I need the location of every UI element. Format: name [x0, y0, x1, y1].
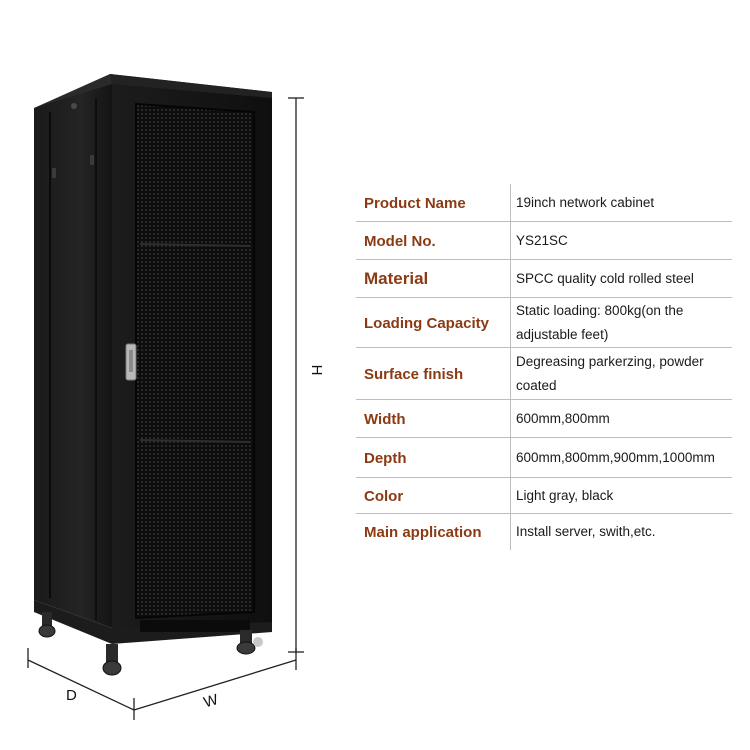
cabinet-base: [34, 600, 272, 644]
spec-value: 600mm,800mm: [516, 411, 610, 426]
spec-label: Main application: [364, 523, 482, 541]
spec-row-color: Color Light gray, black: [356, 478, 732, 514]
spec-label: Model No.: [364, 232, 436, 250]
spec-value: YS21SC: [516, 233, 568, 248]
spec-row-product-name: Product Name 19inch network cabinet: [356, 184, 732, 222]
spec-value: SPCC quality cold rolled steel: [516, 271, 694, 286]
spec-row-material: Material SPCC quality cold rolled steel: [356, 260, 732, 298]
spec-value: Install server, swith,etc.: [516, 524, 656, 539]
spec-label: Loading Capacity: [364, 314, 490, 332]
spec-value: Static loading: 800kg(on the adjustable …: [516, 303, 684, 342]
caster-wheels: [38, 612, 263, 676]
spec-label: Product Name: [364, 194, 466, 212]
cabinet-side-panel: [34, 84, 112, 628]
width-label: W: [202, 691, 221, 711]
door-mesh: [136, 104, 254, 618]
spec-label: Depth: [364, 449, 407, 467]
spec-row-depth: Depth 600mm,800mm,900mm,1000mm: [356, 438, 732, 478]
height-label: H: [308, 365, 325, 376]
spec-row-width: Width 600mm,800mm: [356, 400, 732, 438]
height-dimension: [288, 97, 304, 653]
depth-dimension: [27, 648, 135, 720]
spec-row-loading-capacity: Loading Capacity Static loading: 800kg(o…: [356, 298, 732, 348]
spec-label: Material: [364, 269, 429, 288]
depth-label: D: [66, 687, 77, 704]
spec-row-main-application: Main application Install server, swith,e…: [356, 514, 732, 550]
width-dimension: [133, 648, 297, 711]
spec-label: Color: [364, 487, 404, 505]
spec-row-surface-finish: Surface finish Degreasing parkerzing, po…: [356, 348, 732, 400]
spec-value: Degreasing parkerzing, powder coated: [516, 354, 704, 393]
spec-value: 600mm,800mm,900mm,1000mm: [516, 450, 715, 465]
spec-label: Width: [364, 410, 406, 428]
spec-label: Surface finish: [364, 365, 464, 383]
network-cabinet-image: [34, 74, 272, 676]
spec-value: 19inch network cabinet: [516, 195, 655, 210]
spec-value: Light gray, black: [516, 488, 614, 503]
spec-row-model-no: Model No. YS21SC: [356, 222, 732, 260]
